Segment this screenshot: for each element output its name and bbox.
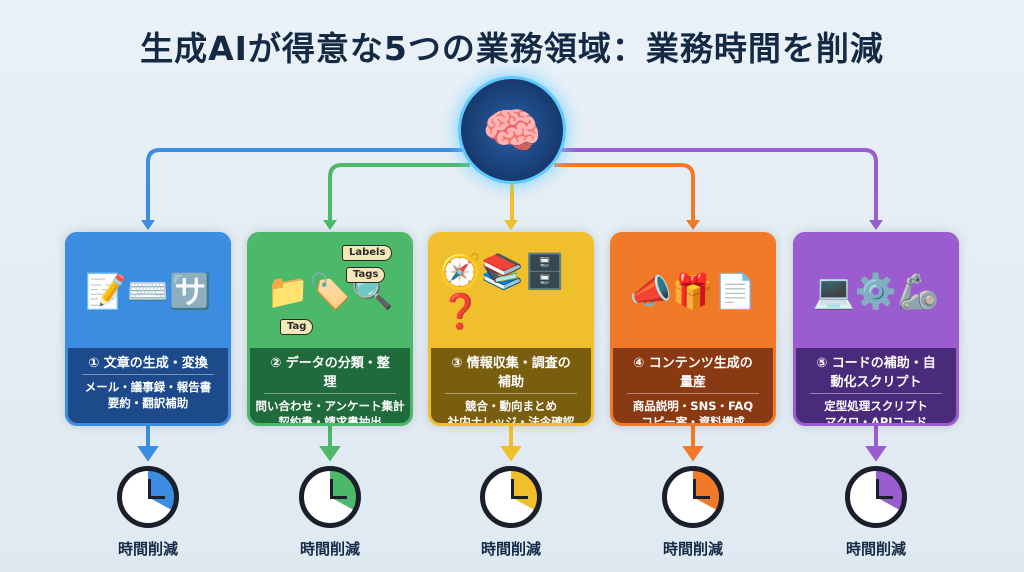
connector-line [554, 148, 878, 222]
card-detail: 競合・動向まとめ [465, 399, 557, 413]
connector-line [865, 426, 887, 462]
tag-label: Tag [280, 319, 314, 335]
card-illustration: 💻⚙️🦾 [796, 235, 956, 348]
connector-line [137, 426, 159, 462]
connector-line [146, 148, 470, 222]
clock-icon [117, 466, 179, 528]
card-title: ② データの分類・整理 [264, 352, 396, 394]
connector-line [554, 163, 695, 222]
card-illustration-icon: 💻⚙️🦾 [812, 271, 940, 312]
arrow-head [869, 220, 883, 230]
card-illustration-icon: 📣🎁📄 [629, 271, 757, 312]
area-card: 💻⚙️🦾 ⑤ コードの補助・自動化スクリプト 定型処理スクリプトマクロ・APIコ… [793, 232, 959, 426]
card-title: ③ 情報収集・調査の補助 [445, 352, 577, 394]
connector-line [328, 163, 470, 222]
clock-icon [662, 466, 724, 528]
card-illustration: 📝⌨️🈂️ [68, 235, 228, 348]
card-title: ⑤ コードの補助・自動化スクリプト [810, 352, 942, 394]
card-illustration: 📣🎁📄 [613, 235, 773, 348]
card-detail: コピー案・資料構成 [641, 415, 745, 426]
card-detail: 商品説明・SNS・FAQ [632, 399, 754, 413]
time-reduction-label: 時間削減 [117, 540, 178, 558]
card-detail: マクロ・APIコード [824, 415, 928, 426]
card-illustration-icon: 📝⌨️🈂️ [84, 271, 212, 312]
card-illustration-icon: 🧭📚🗄️❓ [439, 251, 567, 332]
card-title: ① 文章の生成・変換 [82, 352, 214, 375]
brain-gears-icon: 🧠 [458, 76, 566, 184]
tag-label: Tags [346, 267, 386, 283]
connector-line [500, 426, 522, 462]
arrow-head [141, 220, 155, 230]
card-detail: 社内ナレッジ・法令確認 [447, 415, 575, 426]
card-detail: 契約書・請求書抽出 [278, 415, 382, 426]
connector-line [682, 426, 704, 462]
time-reduction-label: 時間削減 [480, 540, 541, 558]
card-detail: 定型処理スクリプト [824, 399, 928, 413]
card-detail: 問い合わせ・アンケート集計 [255, 399, 405, 413]
arrow-head [504, 220, 518, 230]
time-reduction-label: 時間削減 [299, 540, 360, 558]
card-title: ④ コンテンツ生成の量産 [627, 352, 759, 394]
area-card: 📣🎁📄 ④ コンテンツ生成の量産 商品説明・SNS・FAQ コピー案・資料構成 [610, 232, 776, 426]
clock-icon [480, 466, 542, 528]
tag-label: Labels [342, 245, 393, 261]
arrow-head [323, 220, 337, 230]
card-illustration: 🧭📚🗄️❓ [431, 235, 591, 348]
clock-icon [299, 466, 361, 528]
time-reduction-label: 時間削減 [662, 540, 723, 558]
area-card: 🧭📚🗄️❓ ③ 情報収集・調査の補助 競合・動向まとめ社内ナレッジ・法令確認 [428, 232, 594, 426]
page-title: 生成AIが得意な5つの業務領域：業務時間を削減 [140, 29, 884, 68]
card-detail: 要約・翻訳補助 [107, 396, 189, 410]
area-card: 📝⌨️🈂️ ① 文章の生成・変換 メール・議事録・報告書要約・翻訳補助 [65, 232, 231, 426]
clock-icon [845, 466, 907, 528]
card-detail: メール・議事録・報告書 [84, 380, 212, 394]
connector-line [319, 426, 341, 462]
time-reduction-label: 時間削減 [845, 540, 906, 558]
arrow-head [686, 220, 700, 230]
